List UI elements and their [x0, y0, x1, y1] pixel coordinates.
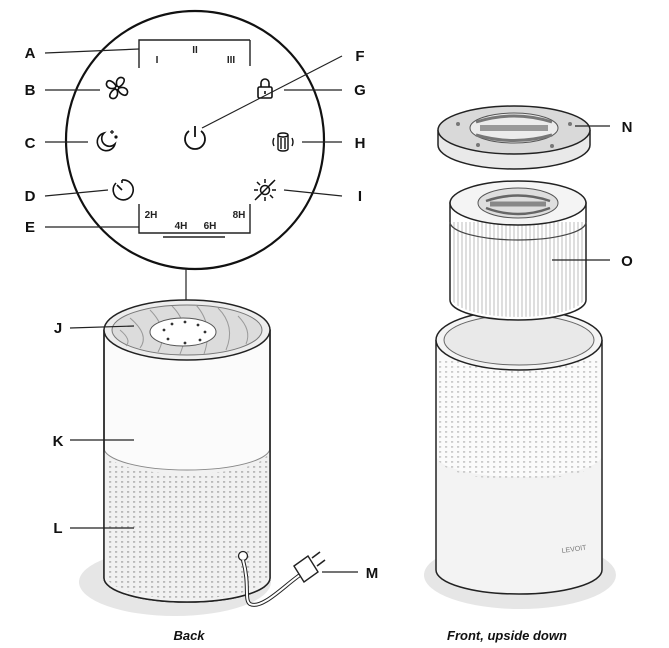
timer-icon	[112, 179, 134, 201]
label-c: C	[25, 135, 36, 152]
label-m: M	[366, 565, 379, 582]
label-i: I	[358, 188, 362, 205]
label-e: E	[25, 219, 35, 236]
fan-icon	[105, 76, 129, 100]
fan-speed-display: I II III	[138, 39, 251, 68]
top-cover	[437, 105, 591, 170]
fan-speed-1: I	[156, 55, 159, 66]
label-l: L	[53, 520, 62, 537]
timer-8h: 8H	[233, 210, 246, 221]
power-icon	[184, 126, 206, 150]
caption-back: Back	[173, 628, 205, 643]
brand-logo: LEVOIT	[561, 544, 587, 554]
timer-4h: 4H	[175, 221, 188, 232]
filter-cartridge	[449, 180, 587, 321]
power-plug	[293, 551, 326, 584]
timer-6h: 6H	[204, 221, 217, 232]
label-n: N	[622, 119, 633, 136]
label-g: G	[354, 82, 366, 99]
purifier-back-view	[79, 299, 326, 616]
label-a: A	[25, 45, 36, 62]
label-k: K	[53, 433, 64, 450]
control-panel-zoom: I II III 2H 4H	[64, 9, 326, 271]
label-j: J	[54, 320, 62, 337]
timer-display: 2H 4H 6H 8H	[138, 204, 251, 238]
sleep-mode-icon	[96, 130, 118, 152]
display-light-icon	[254, 179, 276, 201]
label-o: O	[621, 253, 633, 270]
filter-reset-icon	[272, 132, 294, 152]
callout-labels: A B C D E F G H I J K L M N O	[25, 45, 634, 582]
label-b: B	[25, 82, 36, 99]
fan-speed-3: III	[227, 55, 236, 66]
timer-2h: 2H	[145, 210, 158, 221]
label-h: H	[355, 135, 366, 152]
fan-speed-2: II	[192, 45, 198, 56]
zoom-leader-lines	[44, 48, 343, 320]
caption-front: Front, upside down	[447, 628, 567, 643]
purifier-front-view: LEVOIT	[424, 105, 616, 609]
label-f: F	[355, 48, 364, 65]
label-d: D	[25, 188, 36, 205]
